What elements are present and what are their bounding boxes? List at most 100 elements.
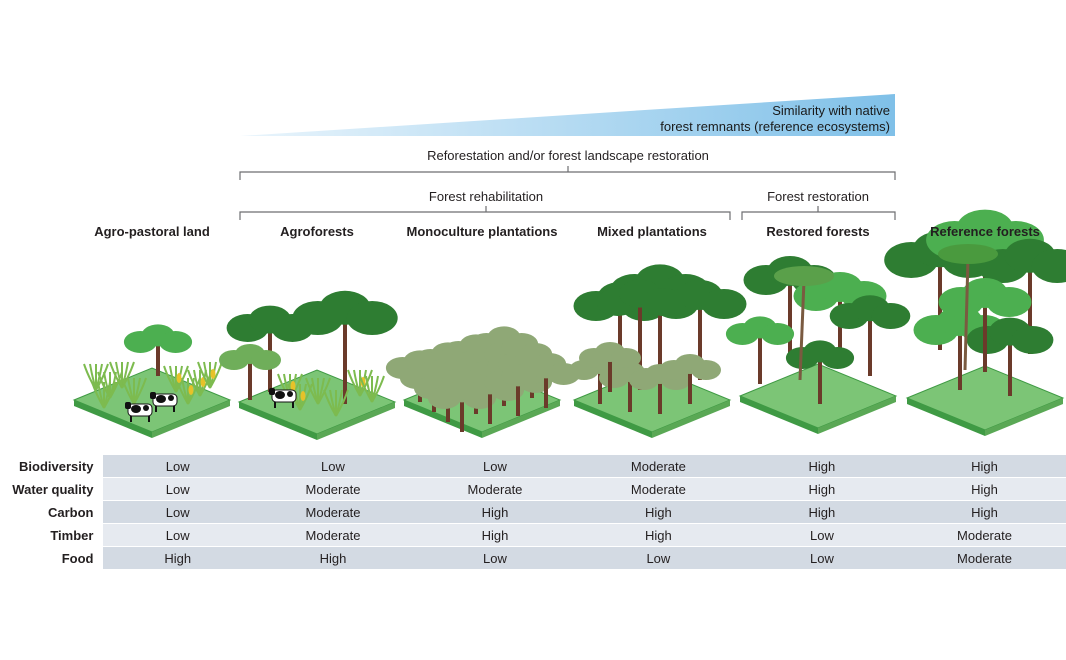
cow-icon [125, 402, 153, 422]
metric-value: Low [103, 523, 252, 547]
similarity-label-line-2: forest remnants (reference ecosystems) [660, 119, 890, 134]
ground-edge [317, 402, 395, 440]
tree-icon [123, 324, 193, 376]
tree-icon [579, 342, 641, 392]
tree-icon [596, 279, 684, 390]
metric-value: High [740, 477, 903, 501]
ground-edge [985, 398, 1063, 436]
ground-edge [239, 402, 317, 440]
ground-edge [152, 400, 230, 438]
tree-icon [829, 295, 911, 376]
tree-icon [511, 356, 581, 408]
metric-label: Water quality [0, 477, 104, 501]
similarity-label: Similarity with native forest remnants (… [660, 103, 890, 135]
tile-mixed [569, 264, 747, 438]
ground-edge [652, 400, 730, 438]
metric-value: High [903, 477, 1066, 501]
metric-value: Moderate [903, 523, 1066, 547]
tree-icon [725, 316, 795, 384]
tree-icon [785, 340, 855, 404]
metric-value: Low [740, 523, 903, 547]
metric-value: High [740, 455, 903, 478]
crop-plant-icon [91, 381, 117, 409]
metric-value: Low [413, 455, 576, 478]
metric-value: High [252, 546, 414, 570]
crop-plant-icon [121, 377, 147, 405]
tree-icon [292, 290, 398, 404]
metric-value: Moderate [575, 455, 741, 478]
bracket-reforestation [239, 166, 896, 180]
corn-plant-icon [175, 377, 201, 405]
cow-icon [150, 392, 178, 412]
column-header-monoculture: Monoculture plantations [406, 224, 558, 239]
tile-reference [884, 209, 1066, 436]
tile-agroforests [219, 290, 398, 440]
ground-edge [482, 400, 560, 438]
metric-value: Moderate [903, 546, 1066, 570]
metric-value: Moderate [252, 523, 414, 547]
ground-edge [818, 396, 896, 434]
similarity-gradient-wedge [240, 94, 895, 136]
column-header-agroforests: Agroforests [280, 224, 354, 239]
tree-icon [966, 317, 1054, 396]
label-forest-rehabilitation: Forest rehabilitation [428, 189, 544, 204]
column-header-restored: Restored forests [766, 224, 870, 239]
ground-tile [905, 365, 1065, 431]
column-header-reference: Reference forests [930, 224, 1040, 239]
bracket-forest-rehabilitation [239, 206, 731, 220]
metric-value: Low [252, 455, 414, 478]
ground-edge [740, 396, 818, 434]
tile-restored [725, 256, 911, 434]
crop-plant-icon [359, 375, 385, 403]
tree-icon [659, 354, 721, 404]
metric-value: High [903, 455, 1066, 478]
metric-value: Moderate [413, 477, 576, 501]
metric-label: Biodiversity [0, 455, 104, 478]
landscape-tiles [72, 209, 1066, 440]
metric-value: Moderate [252, 500, 414, 524]
metric-value: High [103, 546, 252, 570]
ground-edge [74, 400, 152, 438]
column-header-mixed: Mixed plantations [597, 224, 707, 239]
palm-icon [798, 279, 806, 381]
metric-value: High [413, 500, 576, 524]
palm-crown [774, 266, 834, 286]
metric-value: High [903, 500, 1066, 524]
metric-value: High [575, 523, 741, 547]
label-forest-restoration: Forest restoration [767, 189, 869, 204]
tile-agro-pastoral [72, 324, 232, 438]
metric-value: Low [103, 455, 252, 478]
metric-value: Moderate [575, 477, 741, 501]
cow-icon [269, 388, 297, 408]
metric-value: Moderate [252, 477, 414, 501]
metric-value: Low [413, 546, 576, 570]
metric-label: Carbon [0, 500, 104, 524]
metric-label: Food [0, 546, 104, 570]
crop-plant-icon [109, 361, 135, 389]
palm-crown [938, 244, 998, 264]
crop-plant-icon [323, 389, 349, 417]
tile-monoculture [385, 326, 581, 438]
metric-value: Low [103, 500, 252, 524]
bracket-forest-restoration [741, 206, 896, 220]
metric-value: Low [103, 477, 252, 501]
tree-icon [219, 344, 281, 400]
ground-edge [907, 398, 985, 436]
similarity-label-line-1: Similarity with native [772, 103, 890, 118]
metric-value: High [413, 523, 576, 547]
metric-label: Timber [0, 523, 104, 547]
metric-value: High [740, 500, 903, 524]
column-header-agro-pastoral: Agro-pastoral land [94, 224, 210, 239]
metric-value: Low [575, 546, 741, 570]
label-reforestation: Reforestation and/or forest landscape re… [427, 148, 709, 163]
ground-edge [574, 400, 652, 438]
metric-value: High [575, 500, 741, 524]
